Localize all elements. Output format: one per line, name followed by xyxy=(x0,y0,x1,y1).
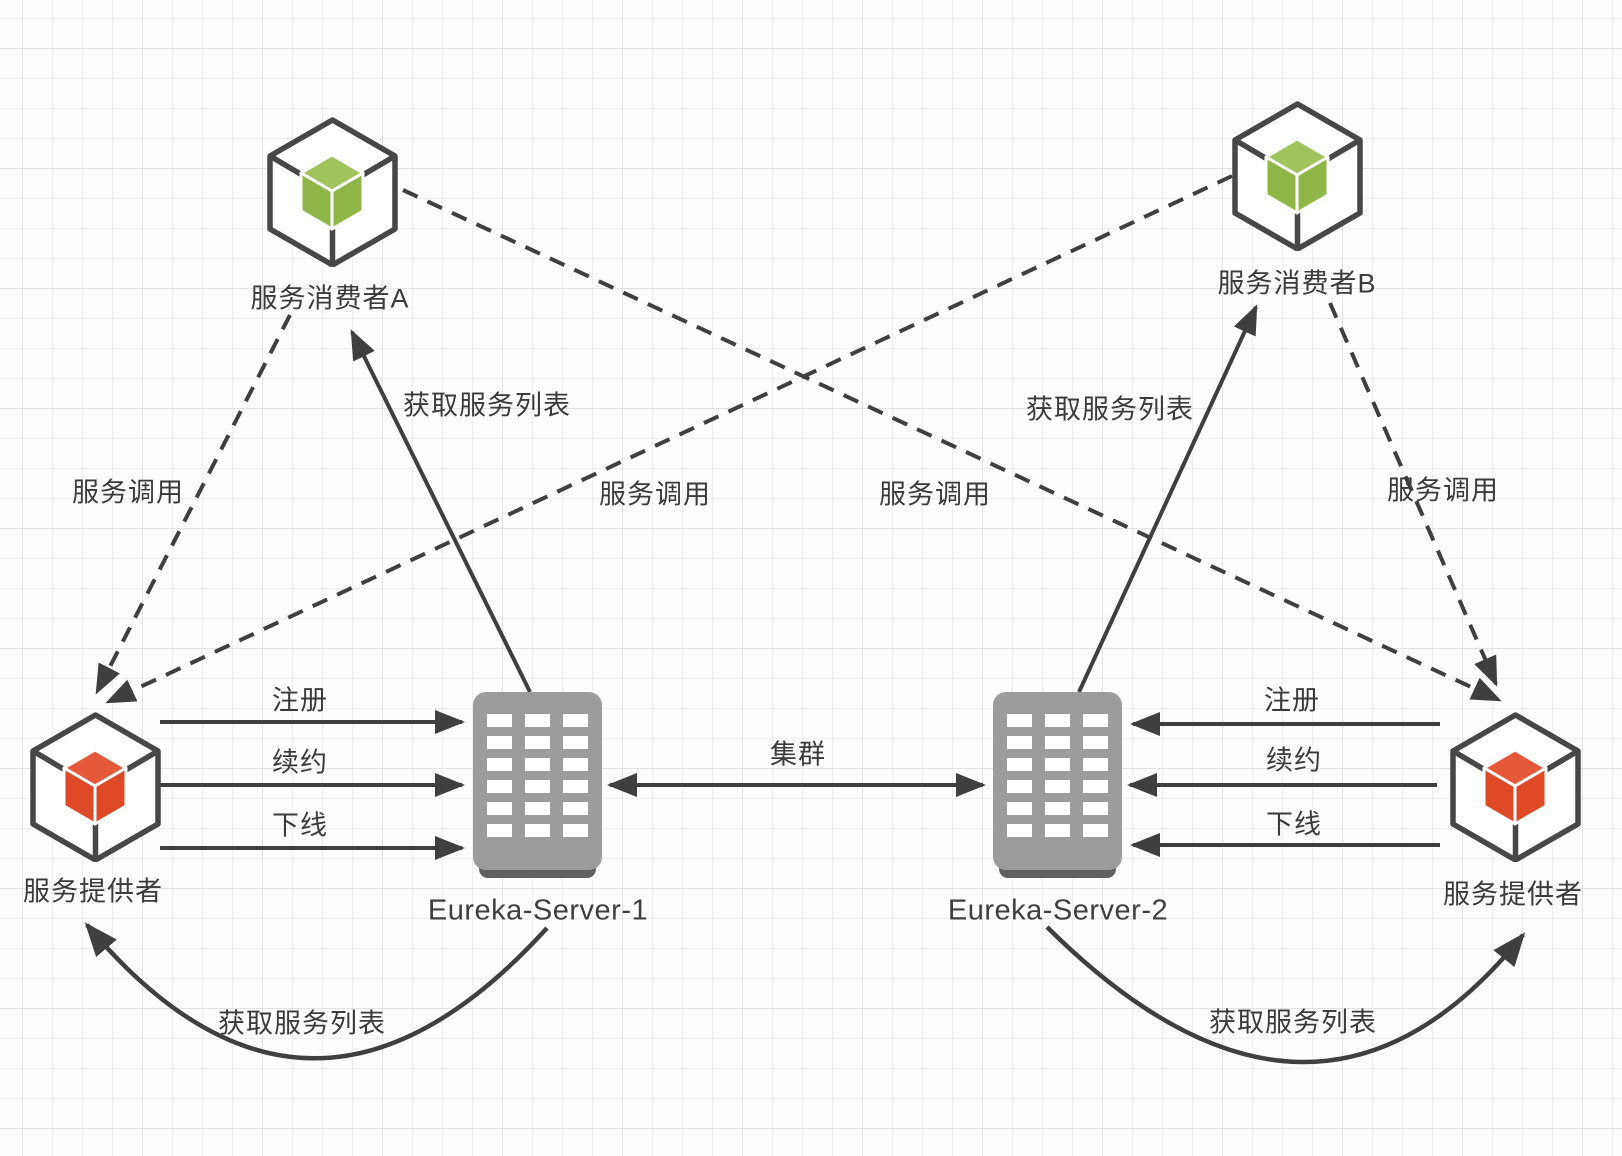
renew-left-label: 续约 xyxy=(272,747,328,778)
consumer-a-cube-icon xyxy=(265,117,400,272)
server-1-building-icon xyxy=(473,692,602,883)
fetch-list-provider-left-label: 获取服务列表 xyxy=(218,1008,386,1039)
provider-left-label: 服务提供者 xyxy=(23,876,163,907)
fetch-list-consumer-a-label: 获取服务列表 xyxy=(403,390,571,421)
edge-fetch-list-consumer-a xyxy=(350,329,532,693)
provider-right-cube-icon xyxy=(1448,712,1583,867)
edge-call-consumer-b-to-provider-right xyxy=(1328,302,1498,687)
provider-left-cube-icon xyxy=(28,712,163,867)
offline-right-label: 下线 xyxy=(1266,809,1322,840)
cluster-label: 集群 xyxy=(770,739,826,770)
call-mid-left-label: 服务调用 xyxy=(599,479,711,510)
provider-right-label: 服务提供者 xyxy=(1443,879,1583,910)
offline-left-label: 下线 xyxy=(272,810,328,841)
call-far-left-label: 服务调用 xyxy=(72,477,184,508)
consumer-b-cube-icon xyxy=(1230,101,1365,256)
edge-call-consumer-a-to-provider-right xyxy=(402,188,1502,702)
edge-fetch-list-provider-left xyxy=(84,922,549,1061)
register-left-label: 注册 xyxy=(272,685,328,716)
register-right-label: 注册 xyxy=(1264,685,1320,716)
renew-right-label: 续约 xyxy=(1266,745,1322,776)
fetch-list-provider-right-label: 获取服务列表 xyxy=(1209,1007,1377,1038)
edge-fetch-list-provider-right xyxy=(1045,925,1526,1065)
consumer-a-label: 服务消费者A xyxy=(250,283,410,314)
server-1-label: Eureka-Server-1 xyxy=(427,894,649,927)
server-2-building-icon xyxy=(993,692,1122,883)
server-2-label: Eureka-Server-2 xyxy=(947,894,1169,927)
call-far-right-label: 服务调用 xyxy=(1387,475,1499,506)
edge-call-consumer-a-to-provider-left xyxy=(95,314,292,695)
edge-call-consumer-b-to-provider-left xyxy=(105,174,1233,704)
call-mid-right-label: 服务调用 xyxy=(879,479,991,510)
consumer-b-label: 服务消费者B xyxy=(1217,268,1377,299)
fetch-list-consumer-b-label: 获取服务列表 xyxy=(1026,394,1194,425)
edge-fetch-list-consumer-b xyxy=(1077,304,1258,693)
